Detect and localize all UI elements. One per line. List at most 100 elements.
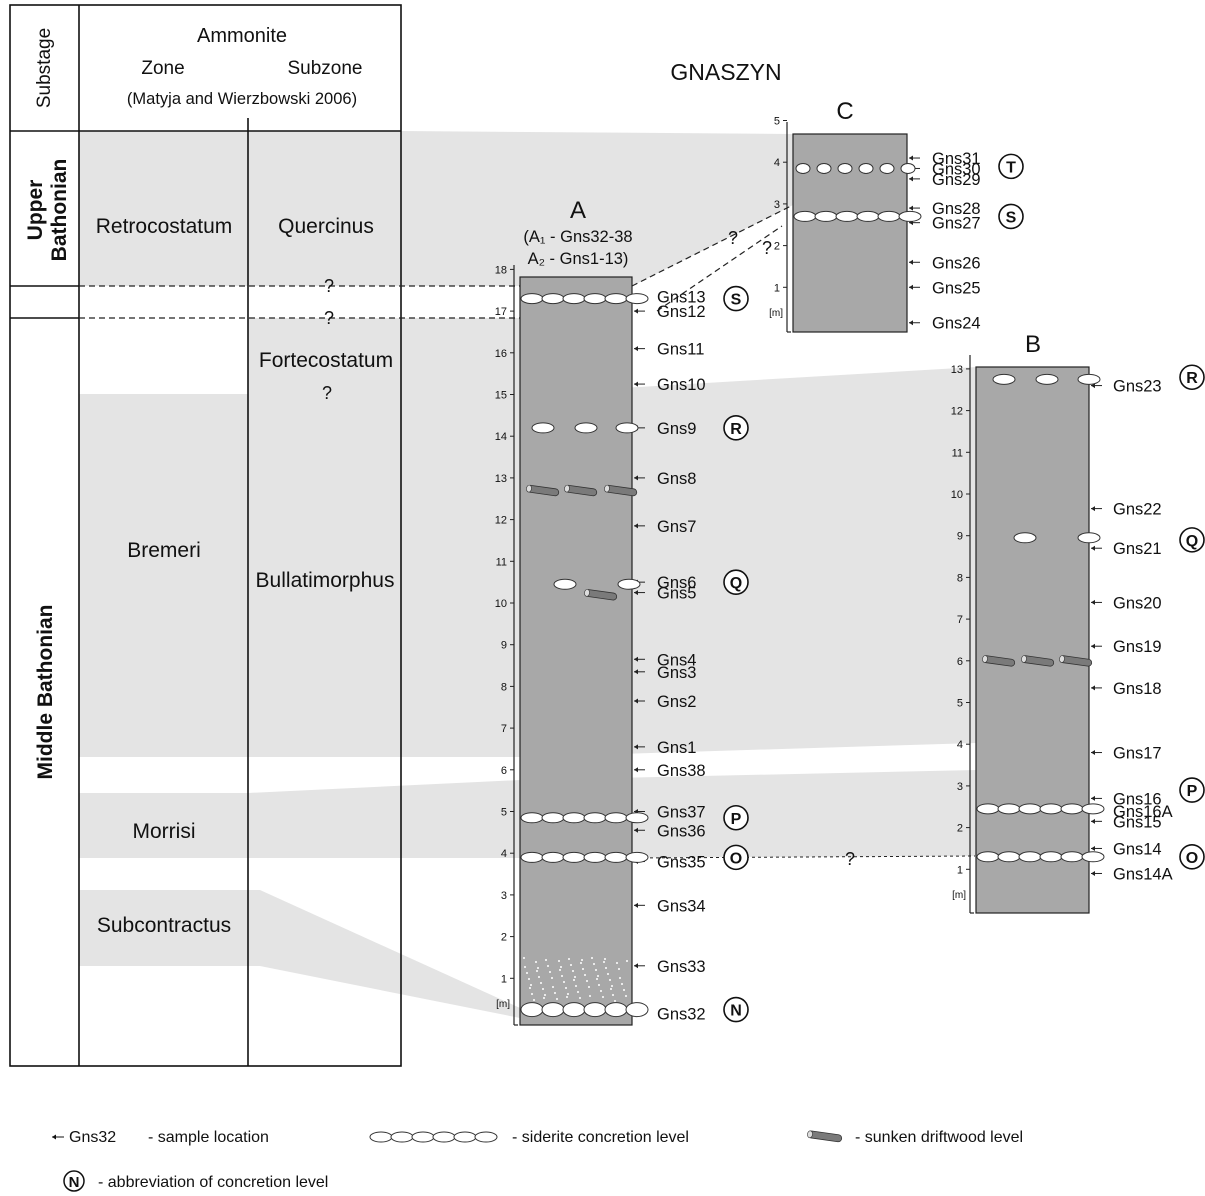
sand-dot <box>603 961 605 963</box>
concretion-b-r <box>1077 373 1101 385</box>
sand-dot <box>565 987 567 989</box>
sample-label-gns20: Gns20 <box>1113 594 1162 612</box>
sample-arrowhead <box>634 698 638 704</box>
sample-label-gns27: Gns27 <box>932 215 981 233</box>
concretion-c-s <box>898 210 922 222</box>
section-c-tick-label: 3 <box>774 199 780 211</box>
sand-dot <box>567 993 569 995</box>
level-marker-label: Q <box>1186 533 1198 550</box>
legend: Gns32 - sample location - siderite concr… <box>52 1129 1023 1192</box>
driftwood-a-2 <box>584 589 618 601</box>
sand-dot <box>560 966 562 968</box>
sample-label-gns16: Gns16 <box>1113 790 1162 808</box>
driftwood-b <box>1021 655 1055 667</box>
concretion-a-p <box>520 812 544 824</box>
sand-dot <box>574 976 576 978</box>
section-a-tick-label: 12 <box>495 515 507 527</box>
sand-dot <box>530 984 532 986</box>
legend-sample-arrowhead <box>52 1134 56 1140</box>
sand-dot <box>552 986 554 988</box>
sample-arrowhead <box>1091 545 1095 551</box>
sample-label-gns37: Gns37 <box>657 804 706 822</box>
sand-dot <box>589 995 591 997</box>
level-marker-o <box>1179 843 1205 870</box>
header-zone: Zone <box>141 58 184 79</box>
legend-driftwood-log-end <box>807 1130 813 1139</box>
section-b-column <box>975 366 1090 914</box>
concretion-b-r <box>992 373 1016 385</box>
header-substage: Substage <box>34 28 55 108</box>
legend-abbr-text: - abbreviation of concretion level <box>98 1174 328 1191</box>
sample-arrowhead <box>634 669 638 675</box>
section-a-tick-label: 3 <box>501 890 507 902</box>
section-a-tick-label: 8 <box>501 681 507 693</box>
sand-dot <box>535 961 537 963</box>
sample-arrowhead <box>634 308 638 314</box>
section-b-tick-label: 3 <box>957 781 963 793</box>
sand-dot <box>604 958 606 960</box>
sand-dot <box>536 970 538 972</box>
legend-siderite-concretion <box>411 1131 435 1143</box>
legend-driftwood-log <box>807 1130 843 1143</box>
sample-label-gns34: Gns34 <box>657 897 706 915</box>
concretion-c-t <box>858 162 874 174</box>
concretion-a-o <box>625 851 649 863</box>
legend-driftwood-text: - sunken driftwood level <box>855 1129 1023 1146</box>
sand-dot <box>600 990 602 992</box>
level-marker-q <box>1179 527 1205 553</box>
sample-label-gns22: Gns22 <box>1113 501 1162 519</box>
level-marker-p <box>723 804 749 831</box>
zone-subcontractus: Subcontractus <box>97 914 231 937</box>
sand-dot <box>531 993 533 995</box>
sand-dot <box>602 996 604 998</box>
sample-arrowhead <box>634 590 638 596</box>
sand-dot <box>619 977 621 979</box>
sand-dot <box>523 957 525 959</box>
sample-label-gns36: Gns36 <box>657 822 706 840</box>
legend-sample-text: - sample location <box>148 1129 269 1146</box>
section-a: A (A₁ - Gns32-38 A₂ - Gns1-13) 123456789… <box>495 197 749 1026</box>
shade-band-5 <box>79 890 520 1018</box>
sample-arrowhead <box>634 827 638 833</box>
legend-siderite-concretion <box>453 1131 477 1143</box>
concretion-a-s <box>625 293 649 305</box>
sand-dot <box>549 971 551 973</box>
driftwood-a-1 <box>604 484 638 497</box>
sand-dot <box>575 985 577 987</box>
sample-arrowhead <box>634 475 638 481</box>
sample-arrowhead <box>634 346 638 352</box>
sand-dot <box>572 970 574 972</box>
sand-dot <box>598 984 600 986</box>
sand-dot <box>528 978 530 980</box>
sand-dot <box>537 967 539 969</box>
sample-arrowhead <box>1091 870 1095 876</box>
section-a-label: A <box>570 197 586 224</box>
concretion-a-n <box>583 1002 607 1018</box>
sample-label-gns11: Gns11 <box>657 341 704 359</box>
sand-dot <box>625 995 627 997</box>
legend-abbr-circle <box>63 1170 85 1192</box>
section-b-tick-label: 4 <box>957 739 963 751</box>
section-c-tick-label: 1 <box>774 282 780 294</box>
stratigraphic-table <box>9 4 402 1067</box>
level-marker-label: T <box>1006 159 1016 176</box>
level-marker-r <box>1179 364 1205 391</box>
sample-label-gns31: Gns31 <box>932 150 981 168</box>
sample-label-gns18: Gns18 <box>1113 680 1162 698</box>
driftwood-b-end <box>1059 655 1065 663</box>
section-a-tick-label: 2 <box>501 932 507 944</box>
concretion-a-o <box>583 851 607 863</box>
zone-bremeri: Bremeri <box>127 539 201 562</box>
sample-label-gns3: Gns3 <box>657 664 696 682</box>
sand-dot <box>559 969 561 971</box>
concretion-c-s <box>856 210 880 222</box>
sand-dot <box>612 994 614 996</box>
level-marker-label: R <box>730 421 742 438</box>
concretion-a-o <box>520 851 544 863</box>
figure-title: GNASZYN <box>670 59 781 85</box>
concretion-b-p <box>1060 803 1084 815</box>
section-b-unit: [m] <box>952 890 966 901</box>
concretion-c-s <box>835 210 859 222</box>
sample-label-gns19: Gns19 <box>1113 638 1162 656</box>
